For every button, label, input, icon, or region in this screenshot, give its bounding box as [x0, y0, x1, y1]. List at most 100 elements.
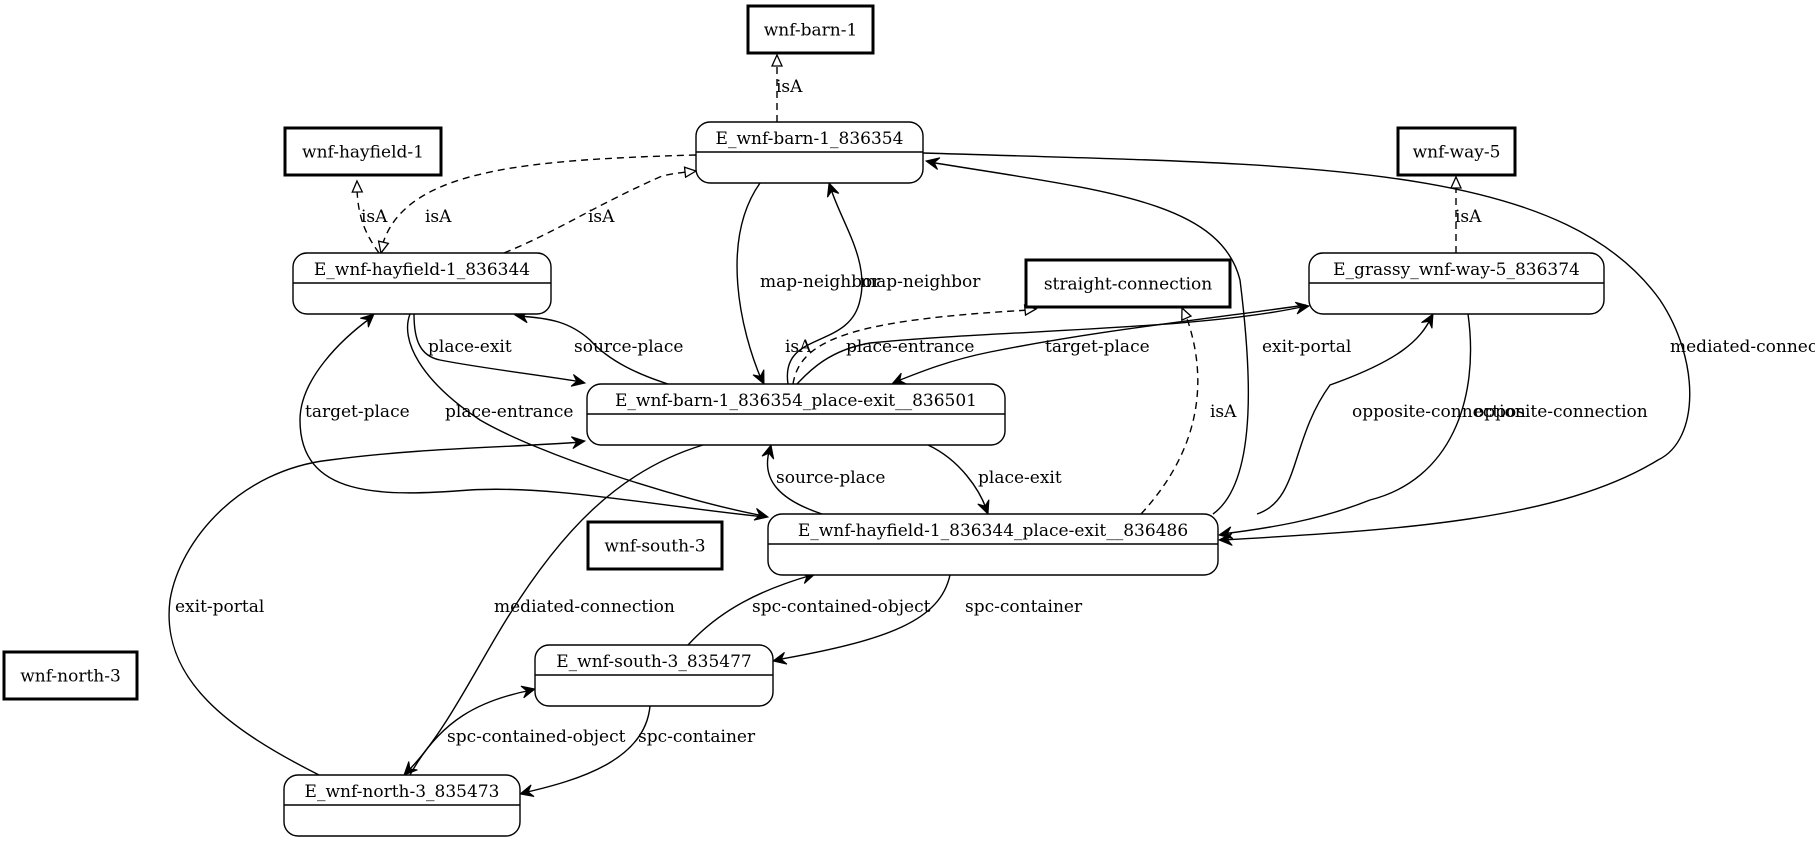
edge-map-neighbor-7[interactable]	[736, 182, 765, 386]
edge-place-exit-18[interactable]	[927, 444, 990, 516]
instance-node-e-wnf-north-3-835473[interactable]: E_wnf-north-3_835473	[283, 774, 521, 837]
edge-spc-container-26[interactable]	[518, 705, 651, 798]
edge-line	[413, 313, 583, 383]
class-node-box	[2, 650, 139, 701]
edge-source-place-17[interactable]	[761, 443, 823, 515]
class-node-box	[586, 520, 724, 571]
edge-place-entrance-16[interactable]	[406, 313, 770, 521]
edge-exit-portal-21[interactable]	[168, 436, 587, 776]
edge-label: exit-portal	[175, 597, 264, 617]
class-node-box	[1024, 258, 1232, 309]
class-node-wnf-way-5[interactable]: wnf-way-5	[1396, 126, 1517, 177]
edge-exit-portal-13[interactable]	[924, 157, 1250, 515]
class-node-label: straight-connection	[1044, 275, 1212, 295]
class-node-box	[746, 4, 875, 55]
edge-mediated-connection-22[interactable]	[403, 444, 704, 776]
instance-node-e-wnf-south-3-835477[interactable]: E_wnf-south-3_835477	[534, 644, 774, 707]
edge-line	[792, 309, 1031, 385]
edge-label: spc-container	[965, 597, 1083, 617]
edge-line	[894, 304, 1307, 383]
edge-isa-4[interactable]	[1140, 306, 1199, 515]
edge-label: isA	[588, 207, 615, 227]
edge-label: isA	[425, 207, 452, 227]
arrowhead-icon	[520, 685, 537, 699]
edge-label: mediated-connection	[494, 597, 675, 617]
arrowhead-icon	[924, 157, 941, 170]
class-node-box	[1396, 126, 1517, 177]
edge-isa-6[interactable]	[503, 166, 698, 254]
edge-map-neighbor-8[interactable]	[786, 181, 863, 385]
edge-isa-0[interactable]	[770, 53, 784, 122]
arrowhead-icon	[570, 436, 587, 450]
hollow-arrowhead-icon	[351, 179, 364, 193]
edge-spc-container-24[interactable]	[771, 574, 951, 665]
arrowhead-icon	[771, 652, 788, 665]
edge-label: isA	[785, 337, 812, 357]
arrowhead-icon	[753, 508, 770, 521]
edge-line	[736, 182, 763, 382]
instance-node-label: E_wnf-south-3_835477	[556, 652, 751, 672]
edge-line	[356, 184, 380, 254]
edge-place-exit-9[interactable]	[413, 313, 587, 387]
edge-line	[522, 705, 651, 794]
edge-line	[922, 152, 1691, 541]
edge-line	[406, 313, 765, 517]
edge-target-place-15[interactable]	[299, 313, 766, 518]
edge-label: place-exit	[428, 337, 512, 357]
instance-node-label: E_wnf-north-3_835473	[305, 782, 500, 802]
edge-label: spc-container	[638, 727, 756, 747]
edge-line	[766, 447, 823, 515]
class-node-straight-connection[interactable]: straight-connection	[1024, 258, 1232, 309]
arrowhead-icon	[752, 369, 765, 386]
edge-line	[168, 441, 583, 776]
hollow-arrowhead-icon	[683, 166, 698, 179]
instance-node-e-wnf-barn-1-836354[interactable]: E_wnf-barn-1_836354	[695, 121, 924, 184]
class-node-wnf-barn-1[interactable]: wnf-barn-1	[746, 4, 875, 55]
arrowhead-icon	[761, 443, 775, 460]
instance-node-label: E_wnf-barn-1_836354_place-exit__836501	[615, 391, 977, 411]
edge-label: opposite-connection	[1352, 402, 1526, 422]
arrowhead-icon	[826, 181, 840, 198]
edge-isa-2[interactable]	[1449, 175, 1463, 253]
edge-line	[1221, 313, 1472, 535]
edge-line	[1256, 317, 1432, 515]
arrowhead-icon	[360, 313, 375, 328]
edge-label: place-entrance	[846, 337, 974, 357]
hollow-arrowhead-icon	[377, 240, 390, 255]
arrowhead-icon	[977, 499, 990, 516]
class-node-wnf-north-3[interactable]: wnf-north-3	[2, 650, 139, 701]
edge-spc-contained-object-25[interactable]	[409, 685, 537, 776]
class-node-label: wnf-north-3	[20, 667, 121, 687]
instance-node-e-wnf-hayfield-1-836344[interactable]: E_wnf-hayfield-1_836344	[292, 252, 552, 315]
edge-line	[687, 574, 813, 646]
edge-line	[380, 154, 697, 251]
edge-line	[796, 305, 1307, 385]
edges-layer	[168, 53, 1691, 798]
edge-isa-5[interactable]	[377, 154, 697, 255]
class-node-wnf-hayfield-1[interactable]: wnf-hayfield-1	[283, 126, 443, 177]
edge-opposite-connection-19[interactable]	[1256, 312, 1434, 515]
instance-node-e-wnf-barn-1-836354-place-exit-836501[interactable]: E_wnf-barn-1_836354_place-exit__836501	[586, 383, 1006, 446]
edge-line	[405, 444, 704, 774]
edge-label: target-place	[305, 402, 410, 422]
instance-node-label: E_wnf-barn-1_836354	[716, 129, 904, 149]
arrowhead-icon	[1421, 312, 1434, 329]
edge-label: source-place	[776, 468, 885, 488]
class-node-wnf-south-3[interactable]: wnf-south-3	[586, 520, 724, 571]
nodes-layer: wnf-barn-1 wnf-hayfield-1 wnf-way-5 straigh…	[2, 4, 1605, 837]
instance-node-e-wnf-hayfield-1-836344-place-exit-836486[interactable]: E_wnf-hayfield-1_836344_place-exit__8364…	[767, 513, 1219, 576]
edge-line	[775, 574, 951, 661]
edge-opposite-connection-20[interactable]	[1217, 313, 1472, 540]
edge-label: opposite-connection	[1474, 402, 1648, 422]
arrowhead-icon	[1217, 526, 1234, 540]
edge-label: spc-contained-object	[752, 597, 931, 617]
instance-node-e-grassy-wnf-way-5-836374[interactable]: E_grassy_wnf-way-5_836374	[1308, 252, 1605, 315]
class-node-box	[283, 126, 443, 177]
edge-label: place-exit	[978, 468, 1062, 488]
class-node-label: wnf-way-5	[1413, 143, 1501, 163]
instance-node-label: E_wnf-hayfield-1_836344	[314, 260, 530, 280]
edge-isa-1[interactable]	[351, 179, 380, 254]
edge-label: map-neighbor	[860, 272, 981, 292]
